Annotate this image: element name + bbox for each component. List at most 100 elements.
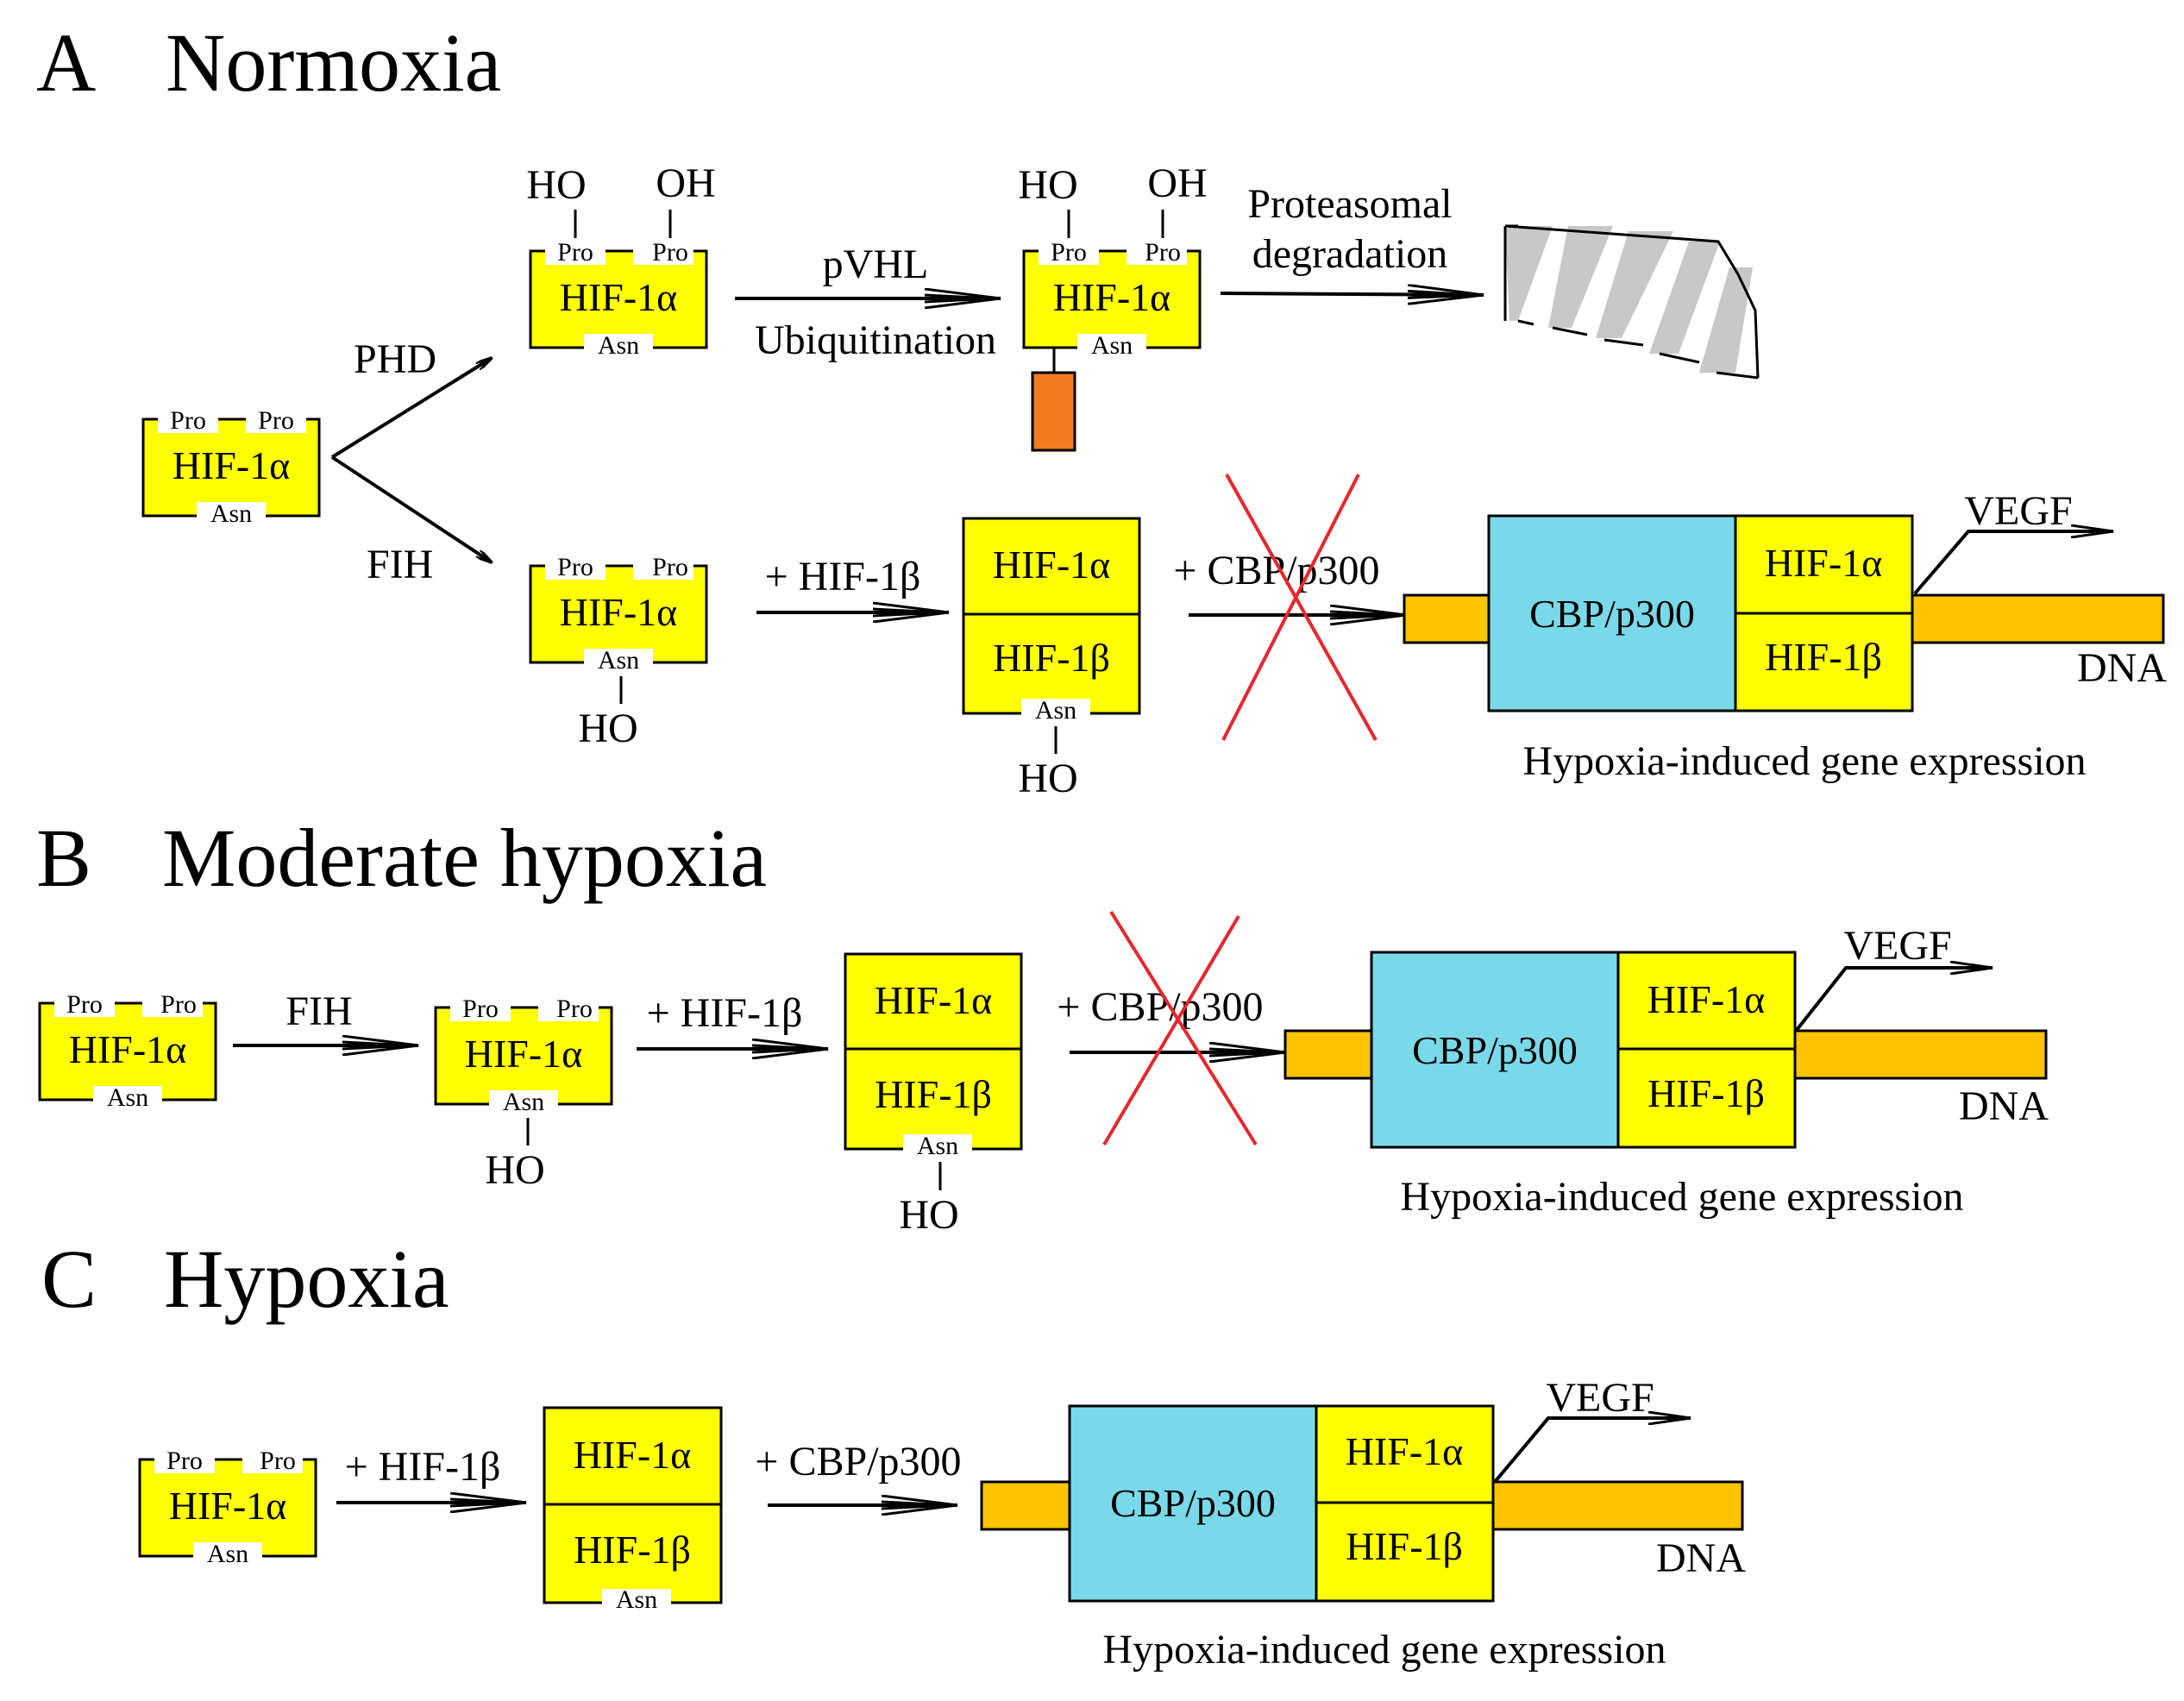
asn-label: Asn	[616, 1585, 657, 1614]
pro-label: Pro	[1145, 238, 1181, 267]
hif1a-label: HIF-1α	[1346, 1429, 1464, 1473]
hif1b-label: HIF-1β	[574, 1528, 691, 1572]
pro-label: Pro	[170, 406, 206, 435]
fih-label-b: FIH	[286, 989, 352, 1034]
pro-label: Pro	[462, 995, 499, 1023]
fih-arrow	[330, 455, 492, 562]
pro-label: Pro	[557, 553, 593, 581]
hif1a-label: HIF-1α	[69, 1027, 187, 1071]
vegf-label: VEGF	[1546, 1375, 1654, 1421]
hif1a-label: HIF-1α	[875, 978, 993, 1022]
dna-complex-c: CBP/p300 HIF-1α HIF-1β VEGF DNA Hypoxia-…	[980, 1375, 1746, 1673]
panel-b: B Moderate hypoxia Pro Pro HIF-1α Asn FI…	[36, 812, 2049, 1238]
vegf-arrow	[1493, 1418, 1691, 1484]
panel-c: C Hypoxia Pro Pro HIF-1α Asn + HIF-1β HI…	[41, 1233, 1746, 1673]
ho-label: HO	[1018, 162, 1077, 208]
hif1a-start-c: Pro Pro HIF-1α Asn	[138, 1446, 317, 1570]
pro-label: Pro	[66, 990, 103, 1019]
block-cross-b	[1109, 910, 1258, 1146]
hif1a-label: HIF-1α	[1765, 541, 1883, 585]
expression-label-a: Hypoxia-induced gene expression	[1522, 738, 2086, 784]
dna-label: DNA	[2077, 645, 2167, 691]
panel-c-letter: C	[41, 1233, 97, 1325]
dna-complex-a: CBP/p300 HIF-1α HIF-1β VEGF DNA Hypoxia-…	[1403, 488, 2167, 784]
proteasomal-label: Proteasomal	[1247, 181, 1452, 227]
hif-dimer-b: HIF-1α HIF-1β Asn HO	[844, 952, 1023, 1238]
asn-label: Asn	[107, 1083, 148, 1112]
dna-label: DNA	[1656, 1535, 1746, 1581]
ubiquitin-tag	[1031, 371, 1076, 452]
ubiquitination-label: Ubiquitination	[755, 317, 996, 363]
hif1b-label: HIF-1β	[1647, 1071, 1765, 1115]
degradation-arrow	[1220, 293, 1484, 295]
hif1b-label: HIF-1β	[1765, 635, 1882, 679]
vegf-label: VEGF	[1843, 923, 1951, 969]
pro-label: Pro	[652, 553, 688, 581]
hif1a-hydroxylated-asn-a: Pro Pro HIF-1α Asn HO	[529, 552, 708, 751]
block-cross-a	[1225, 474, 1378, 741]
cbp-label: CBP/p300	[1412, 1028, 1578, 1072]
asn-label: Asn	[210, 499, 252, 528]
dna-complex-b: CBP/p300 HIF-1α HIF-1β VEGF DNA Hypoxia-…	[1283, 923, 2049, 1220]
asn-label: Asn	[503, 1088, 544, 1116]
pvhl-label: pVHL	[823, 242, 929, 287]
phd-label: PHD	[354, 336, 436, 382]
cbp-label: CBP/p300	[1110, 1481, 1276, 1525]
hif1b-label: HIF-1β	[875, 1072, 992, 1116]
pro-label: Pro	[160, 990, 197, 1019]
hif1b-label: HIF-1β	[1346, 1524, 1463, 1568]
fih-label: FIH	[367, 542, 433, 587]
oh-label: OH	[1147, 160, 1207, 206]
pro-label: Pro	[556, 995, 593, 1023]
hif1a-label: HIF-1α	[169, 1484, 287, 1528]
plus-hif1b-c: + HIF-1β	[345, 1444, 501, 1490]
cbp-label: CBP/p300	[1529, 592, 1695, 636]
cbp-box	[1487, 514, 1737, 712]
panel-b-title: Moderate hypoxia	[162, 812, 767, 904]
oh-label: OH	[656, 160, 715, 206]
asn-label: Asn	[917, 1132, 958, 1160]
ho-label: HO	[899, 1192, 958, 1238]
hif1a-label: HIF-1α	[465, 1032, 583, 1076]
hif1a-start-a: Pro Pro HIF-1α Asn	[141, 405, 321, 530]
ho-label: HO	[1018, 756, 1077, 801]
asn-label: Asn	[207, 1540, 248, 1568]
hif1a-label: HIF-1α	[560, 275, 678, 319]
hif1a-hydroxylated-pro: Pro Pro HIF-1α Asn HO OH	[526, 160, 716, 361]
block-cross-b	[1102, 914, 1240, 1146]
degradation-label: degradation	[1252, 231, 1448, 277]
ho-label: HO	[578, 706, 637, 751]
pro-label: Pro	[1051, 238, 1087, 267]
block-cross-a	[1221, 474, 1360, 741]
plus-cbp-a: + CBP/p300	[1173, 548, 1379, 593]
panel-a-title: Normoxia	[166, 16, 501, 109]
hif1a-label: HIF-1α	[993, 543, 1111, 587]
asn-label: Asn	[1091, 331, 1133, 360]
pro-label: Pro	[260, 1447, 296, 1475]
vegf-arrow	[1795, 968, 1993, 1032]
panel-a: A Normoxia Pro Pro HIF-1α Asn PHD FIH Pr…	[36, 16, 2167, 801]
pro-label: Pro	[258, 406, 294, 435]
asn-label: Asn	[1035, 696, 1076, 725]
phd-arrow	[330, 358, 492, 459]
dna-label: DNA	[1959, 1083, 2049, 1129]
hif1a-start-b: Pro Pro HIF-1α Asn	[38, 989, 217, 1114]
pro-label: Pro	[166, 1447, 203, 1475]
expression-label-c: Hypoxia-induced gene expression	[1102, 1627, 1666, 1673]
cbp-box	[1370, 951, 1620, 1149]
hif1a-ubiquitinated: Pro Pro HIF-1α Asn HO OH	[1018, 160, 1208, 452]
panel-a-letter: A	[36, 16, 96, 109]
hif1a-label: HIF-1α	[1053, 275, 1171, 319]
asn-label: Asn	[598, 331, 639, 360]
vegf-label: VEGF	[1964, 488, 2072, 534]
ho-label: HO	[526, 162, 586, 208]
pro-label: Pro	[652, 238, 688, 267]
plus-hif1b-b: + HIF-1β	[647, 990, 803, 1036]
hif1a-label: HIF-1α	[173, 443, 291, 487]
expression-label-b: Hypoxia-induced gene expression	[1400, 1174, 1963, 1220]
panel-c-title: Hypoxia	[164, 1233, 449, 1325]
hif-dimer-a: HIF-1α HIF-1β Asn HO	[962, 517, 1141, 801]
ho-label: HO	[485, 1147, 544, 1193]
